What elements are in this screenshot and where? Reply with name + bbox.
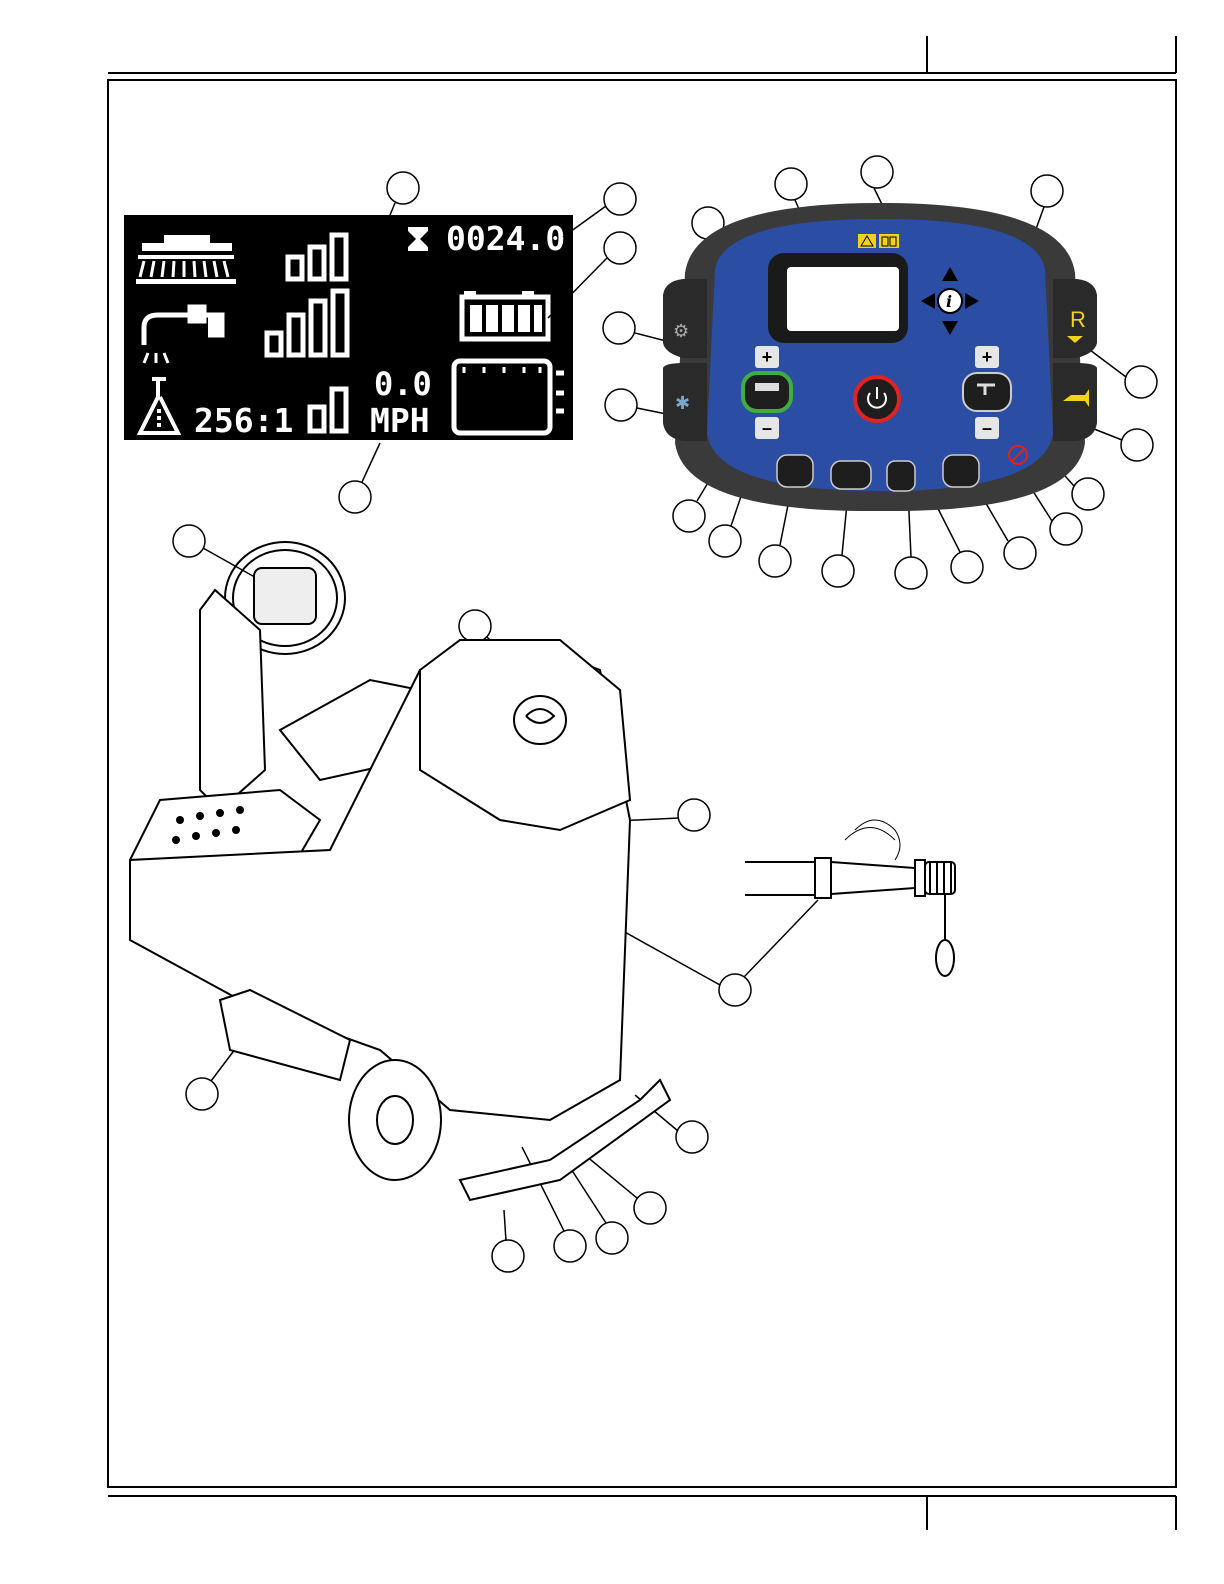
chemical-level-bars — [310, 389, 346, 431]
squeegee-key — [831, 461, 871, 489]
hourglass-icon — [408, 227, 428, 251]
reverse-key-label[interactable]: R — [1065, 307, 1091, 333]
brush-plus-label[interactable]: + — [755, 346, 779, 368]
control-panel: i ⚙ ✱ — [655, 203, 1105, 513]
solution-plus-label[interactable]: + — [975, 346, 999, 368]
scrub-brush-icon — [136, 235, 236, 284]
recovery-tank-icon — [454, 361, 564, 433]
lcd-display: 0024.0 256:1 0.0 MPH — [124, 215, 573, 440]
speed-value: 0.0 — [374, 365, 432, 403]
faucet-icon — [144, 307, 222, 363]
vacuum-key — [943, 455, 979, 487]
chemical-flask-icon — [140, 379, 178, 433]
brush-level-bars — [288, 235, 346, 279]
solution-level-bars — [267, 291, 347, 355]
svg-text:✱: ✱ — [675, 393, 690, 414]
solution-key — [963, 373, 1011, 411]
battery-icon — [462, 291, 548, 339]
scrub-brush-key — [743, 373, 791, 411]
warning-icon — [858, 234, 876, 248]
svg-text:⚙: ⚙ — [673, 321, 689, 342]
panel-screen — [787, 267, 899, 331]
chemical-key — [887, 461, 915, 491]
svg-text:i: i — [946, 292, 952, 311]
speed-unit: MPH — [370, 401, 430, 441]
speed-key — [777, 455, 813, 487]
brush-minus-label[interactable]: – — [755, 417, 779, 439]
manual-icon — [879, 234, 899, 248]
solution-minus-label[interactable]: – — [975, 417, 999, 439]
machine-illustration — [120, 520, 680, 1220]
drain-hose-detail — [745, 800, 975, 980]
chemical-ratio: 256:1 — [194, 401, 293, 441]
hour-meter-value: 0024.0 — [446, 219, 565, 259]
